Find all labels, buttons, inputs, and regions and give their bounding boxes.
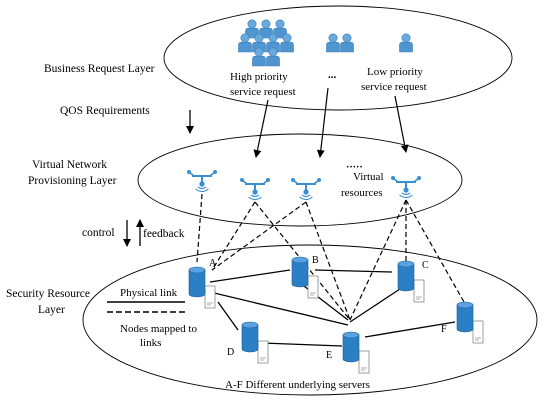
server-icon <box>188 266 216 309</box>
virtual-resources-label-2: resources <box>341 187 383 199</box>
qos-label: QOS Requirements <box>60 105 150 117</box>
antenna-icon <box>186 169 218 193</box>
person-icon <box>399 33 413 53</box>
control-label: control <box>82 227 115 239</box>
server-f: F <box>441 301 484 344</box>
virtual-layer-label-1: Virtual Network <box>32 159 107 171</box>
high-priority-label-2: service request <box>230 86 296 98</box>
servers-caption: A-F Different underlying servers <box>225 379 370 391</box>
legend-mapped-label-2: links <box>140 337 161 349</box>
physical-links <box>209 269 456 347</box>
virtual-resources-label-1: Virtual <box>353 171 384 183</box>
virtual-layer-label-2: Provisioning Layer <box>28 175 117 187</box>
person-icon <box>340 33 354 53</box>
server-icon <box>397 260 425 303</box>
server-d: D <box>227 321 269 364</box>
server-icon <box>456 301 484 344</box>
low-priority-label-1: Low priority <box>367 66 423 78</box>
business-layer-ellipse <box>163 5 513 111</box>
antenna-icon <box>390 175 422 199</box>
business-layer-label: Business Request Layer <box>44 63 155 75</box>
feedback-label: feedback <box>143 228 185 240</box>
server-e: E <box>326 331 370 374</box>
server-label-f: F <box>441 324 447 335</box>
server-a: A <box>188 258 217 309</box>
security-layer-ellipse <box>82 244 538 396</box>
person-icon <box>326 33 340 53</box>
high-priority-label-1: High priority <box>230 71 288 83</box>
middle-user-group <box>326 33 354 53</box>
security-layer-label-2: Layer <box>38 304 65 316</box>
antenna-icon <box>290 177 322 201</box>
legend-physical-link-label: Physical link <box>120 287 178 299</box>
low-priority-user-group <box>399 33 413 53</box>
low-priority-label-2: service request <box>361 81 427 93</box>
virtual-layer-ellipse <box>137 133 463 227</box>
server-label-c: C <box>422 260 429 271</box>
server-label-d: D <box>227 347 234 358</box>
high-priority-user-group <box>238 19 294 67</box>
server-c: C <box>397 260 429 303</box>
request-arrow-low <box>394 95 409 153</box>
server-b: B <box>291 255 319 299</box>
security-layer-label-1: Security Resource <box>6 288 90 300</box>
server-icon <box>241 321 269 364</box>
server-label-b: B <box>312 255 319 266</box>
server-icon <box>342 331 370 374</box>
request-arrow-high <box>253 99 269 158</box>
antenna-icon <box>239 177 271 201</box>
server-label-e: E <box>326 350 332 361</box>
request-arrow-middle <box>316 87 329 158</box>
legend-mapped-label-1: Nodes mapped to <box>120 323 197 335</box>
business-ellipsis: ... <box>328 69 337 81</box>
virtual-dots: ····· <box>346 162 363 173</box>
server-label-a: A <box>209 258 217 269</box>
